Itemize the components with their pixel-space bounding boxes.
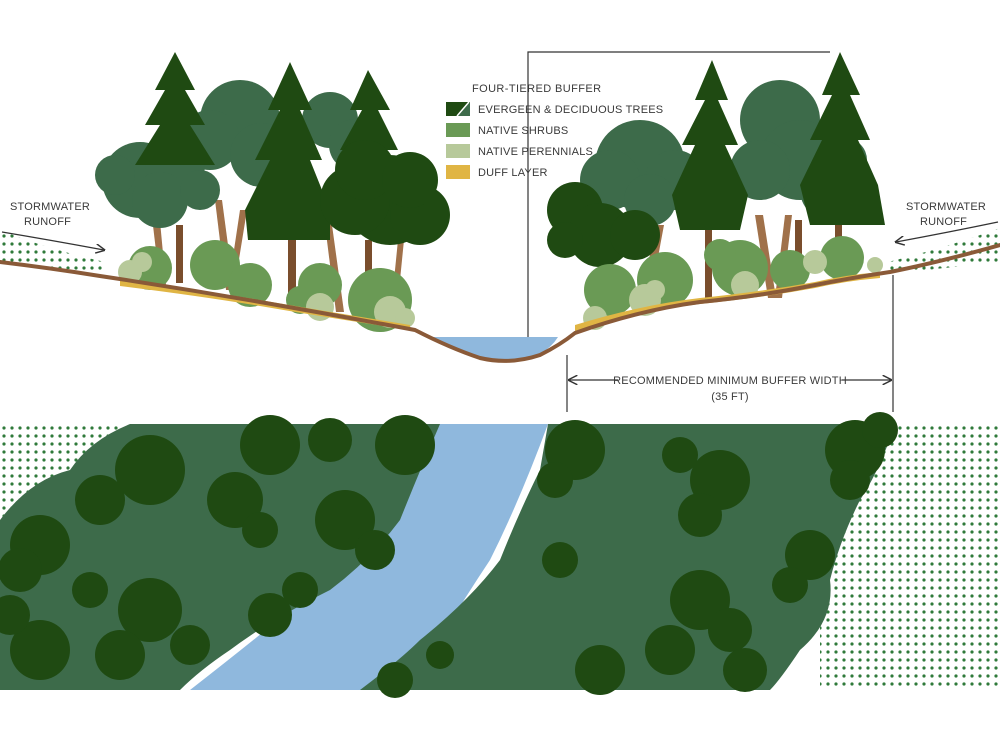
legend: FOUR-TIERED BUFFER EVERGEEN & DECIDUOUS …: [446, 83, 663, 179]
ground-profile: [0, 243, 1000, 363]
runoff-dots-left: [0, 230, 105, 272]
runoff-dots-right: [888, 228, 1000, 274]
left-bank-trees: [95, 52, 450, 332]
legend-swatch-shrubs: [446, 123, 470, 137]
legend-label-duff: DUFF LAYER: [478, 167, 548, 179]
plan-canopy-left: [0, 415, 440, 690]
runoff-label-right-line1: STORMWATER: [906, 201, 986, 213]
legend-title: FOUR-TIERED BUFFER: [472, 83, 601, 95]
runoff-arrow-right: [896, 221, 999, 242]
legend-label-shrubs: NATIVE SHRUBS: [478, 125, 568, 137]
plan-view: [0, 412, 1000, 698]
cross-section: RECOMMENDED MINIMUM BUFFER WIDTH (35 FT)…: [0, 51, 1000, 412]
legend-label-trees: EVERGEEN & DECIDUOUS TREES: [478, 104, 663, 116]
runoff-label-left-line2: RUNOFF: [24, 216, 71, 228]
runoff-arrow-left: [1, 231, 104, 250]
legend-swatch-perennials: [446, 144, 470, 158]
runoff-label-right-line2: RUNOFF: [920, 216, 967, 228]
legend-swatch-trees-split: [458, 102, 470, 116]
buffer-width-label: RECOMMENDED MINIMUM BUFFER WIDTH: [613, 375, 847, 387]
buffer-bracket: [527, 51, 830, 337]
buffer-width-dimension: [566, 275, 894, 412]
buffer-width-value: (35 FT): [711, 391, 748, 403]
runoff-label-left-line1: STORMWATER: [10, 201, 90, 213]
legend-label-perennials: NATIVE PERENNIALS: [478, 146, 593, 158]
legend-swatch-duff: [446, 165, 470, 179]
plan-canopy-right: [360, 412, 898, 698]
stream-water: [430, 337, 558, 362]
